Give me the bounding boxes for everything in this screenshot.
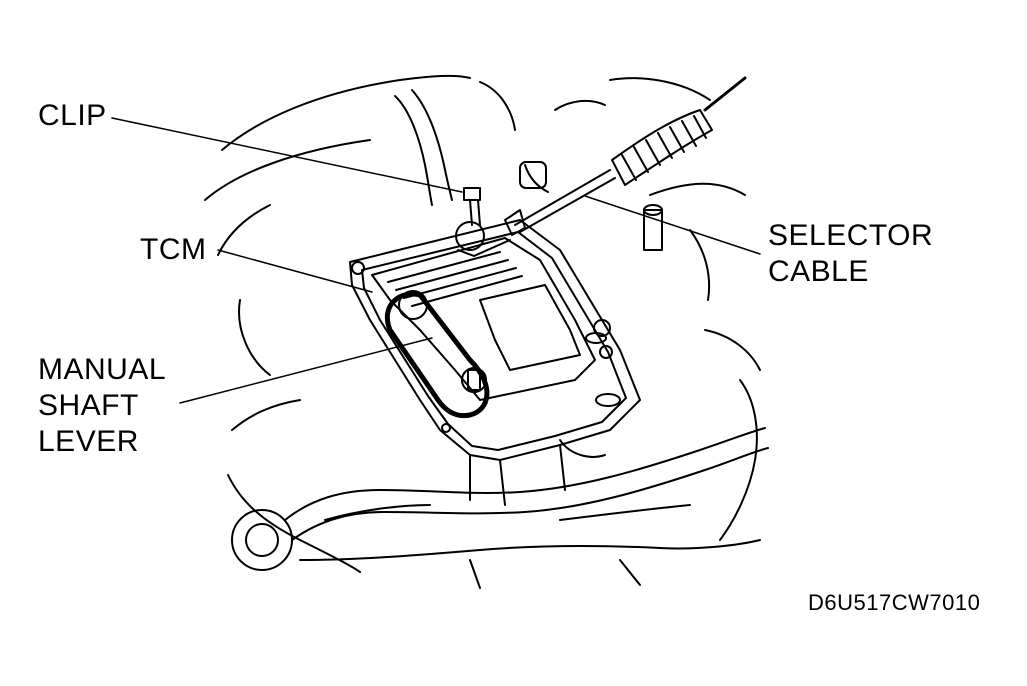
hose-fitting bbox=[231, 427, 769, 571]
selector-cable-label: SELECTOR CABLE bbox=[768, 218, 933, 290]
manual-shaft-lever bbox=[384, 290, 490, 419]
manual-shaft-lever-label: MANUAL SHAFT LEVER bbox=[38, 352, 166, 460]
manual-shaft-lever-line-2: SHAFT bbox=[38, 389, 139, 422]
clip-label-text: CLIP bbox=[38, 99, 107, 132]
tcm-module bbox=[351, 237, 613, 433]
selector-cable-line-2: CABLE bbox=[768, 255, 869, 288]
figure-code: D6U517CW7010 bbox=[808, 590, 981, 615]
selector-cable bbox=[455, 76, 747, 257]
tcm-leader-line bbox=[217, 249, 373, 293]
housing-plate bbox=[349, 219, 641, 506]
manual-shaft-lever-line-3: LEVER bbox=[38, 425, 139, 458]
clip-label: CLIP bbox=[38, 98, 107, 134]
clip-leader-line bbox=[111, 117, 463, 193]
engine-outline bbox=[204, 74, 761, 589]
tcm-label: TCM bbox=[140, 232, 206, 268]
selector-cable-line-1: SELECTOR bbox=[768, 219, 934, 252]
manual-shaft-lever-line-1: MANUAL bbox=[38, 353, 167, 386]
manual-shaft-lever-leader-line bbox=[179, 337, 433, 404]
tcm-label-text: TCM bbox=[140, 233, 207, 266]
selector-cable-leader-line bbox=[584, 195, 761, 255]
bolts bbox=[519, 161, 663, 458]
leader-lines bbox=[111, 117, 761, 404]
